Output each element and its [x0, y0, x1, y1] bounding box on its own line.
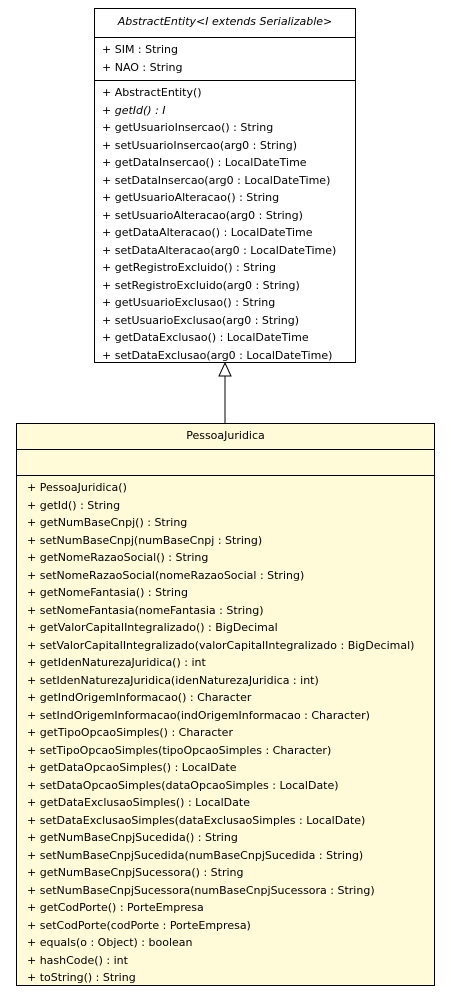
operation: + getUsuarioAlteracao() : String: [102, 191, 280, 204]
attribute: + NAO : String: [102, 60, 183, 74]
pessoa-juridica-class[interactable]: PessoaJuridica + PessoaJuridica() + getId…: [16, 423, 435, 986]
operation: + getTipoOpcaoSimples() : Character: [27, 726, 233, 739]
operations-compartment: + AbstractEntity() + getId() : I + getUsua…: [95, 80, 355, 364]
operation: + getUsuarioExclusao() : String: [102, 296, 276, 309]
operation: + getCodPorte() : PorteEmpresa: [27, 901, 204, 914]
operation: + PessoaJuridica(): [27, 481, 127, 494]
operation: + getValorCapitalIntegralizado() : BigDe…: [27, 621, 278, 634]
operation: + getRegistroExcluido() : String: [102, 261, 277, 274]
operation: + setCodPorte(codPorte : PorteEmpresa): [27, 918, 251, 932]
attributes-compartment: + SIM : String + NAO : String: [95, 37, 355, 80]
operation: + setDataExclusaoSimples(dataExclusaoSim…: [27, 813, 366, 827]
operation: + setIdenNaturezaJuridica(idenNaturezaJu…: [27, 673, 319, 687]
operation: + getDataOpcaoSimples() : LocalDate: [27, 761, 237, 774]
operation: + getDataAlteracao() : LocalDateTime: [102, 226, 313, 239]
operation: + toString() : String: [27, 971, 136, 984]
operation: + setUsuarioInsercao(arg0 : String): [102, 138, 298, 152]
operation: + setDataInsercao(arg0 : LocalDateTime): [102, 173, 331, 187]
operation: + getNumBaseCnpjSucessora() : String: [27, 866, 244, 879]
operation: + hashCode() : int: [27, 953, 128, 967]
operations-compartment: + PessoaJuridica() + getId() : String + ge…: [17, 475, 434, 987]
operation: + getDataExclusaoSimples() : LocalDate: [27, 796, 250, 809]
operation: + setNomeFantasia(nomeFantasia : String): [27, 603, 264, 617]
operation: + getDataInsercao() : LocalDateTime: [102, 156, 307, 169]
abstract-entity-class[interactable]: AbstractEntity<I extends Serializable> +…: [94, 8, 356, 363]
operation: + setRegistroExcluido(arg0 : String): [102, 278, 300, 292]
operation: + getIndOrigemInformacao() : Character: [27, 691, 252, 704]
operation: + setNumBaseCnpjSucessora(numBaseCnpjSuc…: [27, 883, 375, 897]
operation: + setNomeRazaoSocial(nomeRazaoSocial : S…: [27, 568, 305, 582]
operation: + getId() : String: [27, 498, 121, 512]
attributes-compartment: [17, 449, 434, 475]
operation: + getUsuarioInsercao() : String: [102, 121, 274, 134]
operation: + getNomeFantasia() : String: [27, 586, 188, 599]
operation: + getNumBaseCnpj() : String: [27, 516, 188, 529]
class-name: AbstractEntity<I extends Serializable>: [117, 15, 333, 28]
operation: + AbstractEntity(): [102, 86, 202, 99]
operation: + setDataAlteracao(arg0 : LocalDateTime): [102, 243, 337, 257]
operation: + setNumBaseCnpj(numBaseCnpj : String): [27, 533, 263, 547]
operation: + setTipoOpcaoSimples(tipoOpcaoSimples :…: [27, 743, 332, 757]
operation: + getNumBaseCnpjSucedida() : String: [27, 831, 238, 844]
operation: + getIdenNaturezaJuridica() : int: [27, 656, 206, 669]
operation: + setDataOpcaoSimples(dataOpcaoSimples :…: [27, 778, 339, 792]
class-name: PessoaJuridica: [186, 429, 265, 442]
operation: + setNumBaseCnpjSucedida(numBaseCnpjSuce…: [27, 848, 364, 862]
operation: + setIndOrigemInformacao(indOrigemInform…: [27, 708, 370, 722]
operation: + getDataExclusao() : LocalDateTime: [102, 331, 309, 344]
attribute: + SIM : String: [102, 43, 178, 56]
abstract-operation: + getId() : I: [102, 103, 166, 117]
operation: + getNomeRazaoSocial() : String: [27, 551, 209, 564]
class-name-compartment: PessoaJuridica: [17, 424, 434, 449]
inheritance-arrowhead: [218, 361, 232, 377]
operation: + equals(o : Object) : boolean: [27, 936, 193, 949]
operation: + setDataExclusao(arg0 : LocalDateTime): [102, 348, 333, 362]
class-name-compartment: AbstractEntity<I extends Serializable>: [95, 9, 355, 37]
operation: + setValorCapitalIntegralizado(valorCapi…: [27, 638, 415, 652]
operation: + setUsuarioAlteracao(arg0 : String): [102, 208, 303, 222]
operation: + setUsuarioExclusao(arg0 : String): [102, 313, 300, 327]
